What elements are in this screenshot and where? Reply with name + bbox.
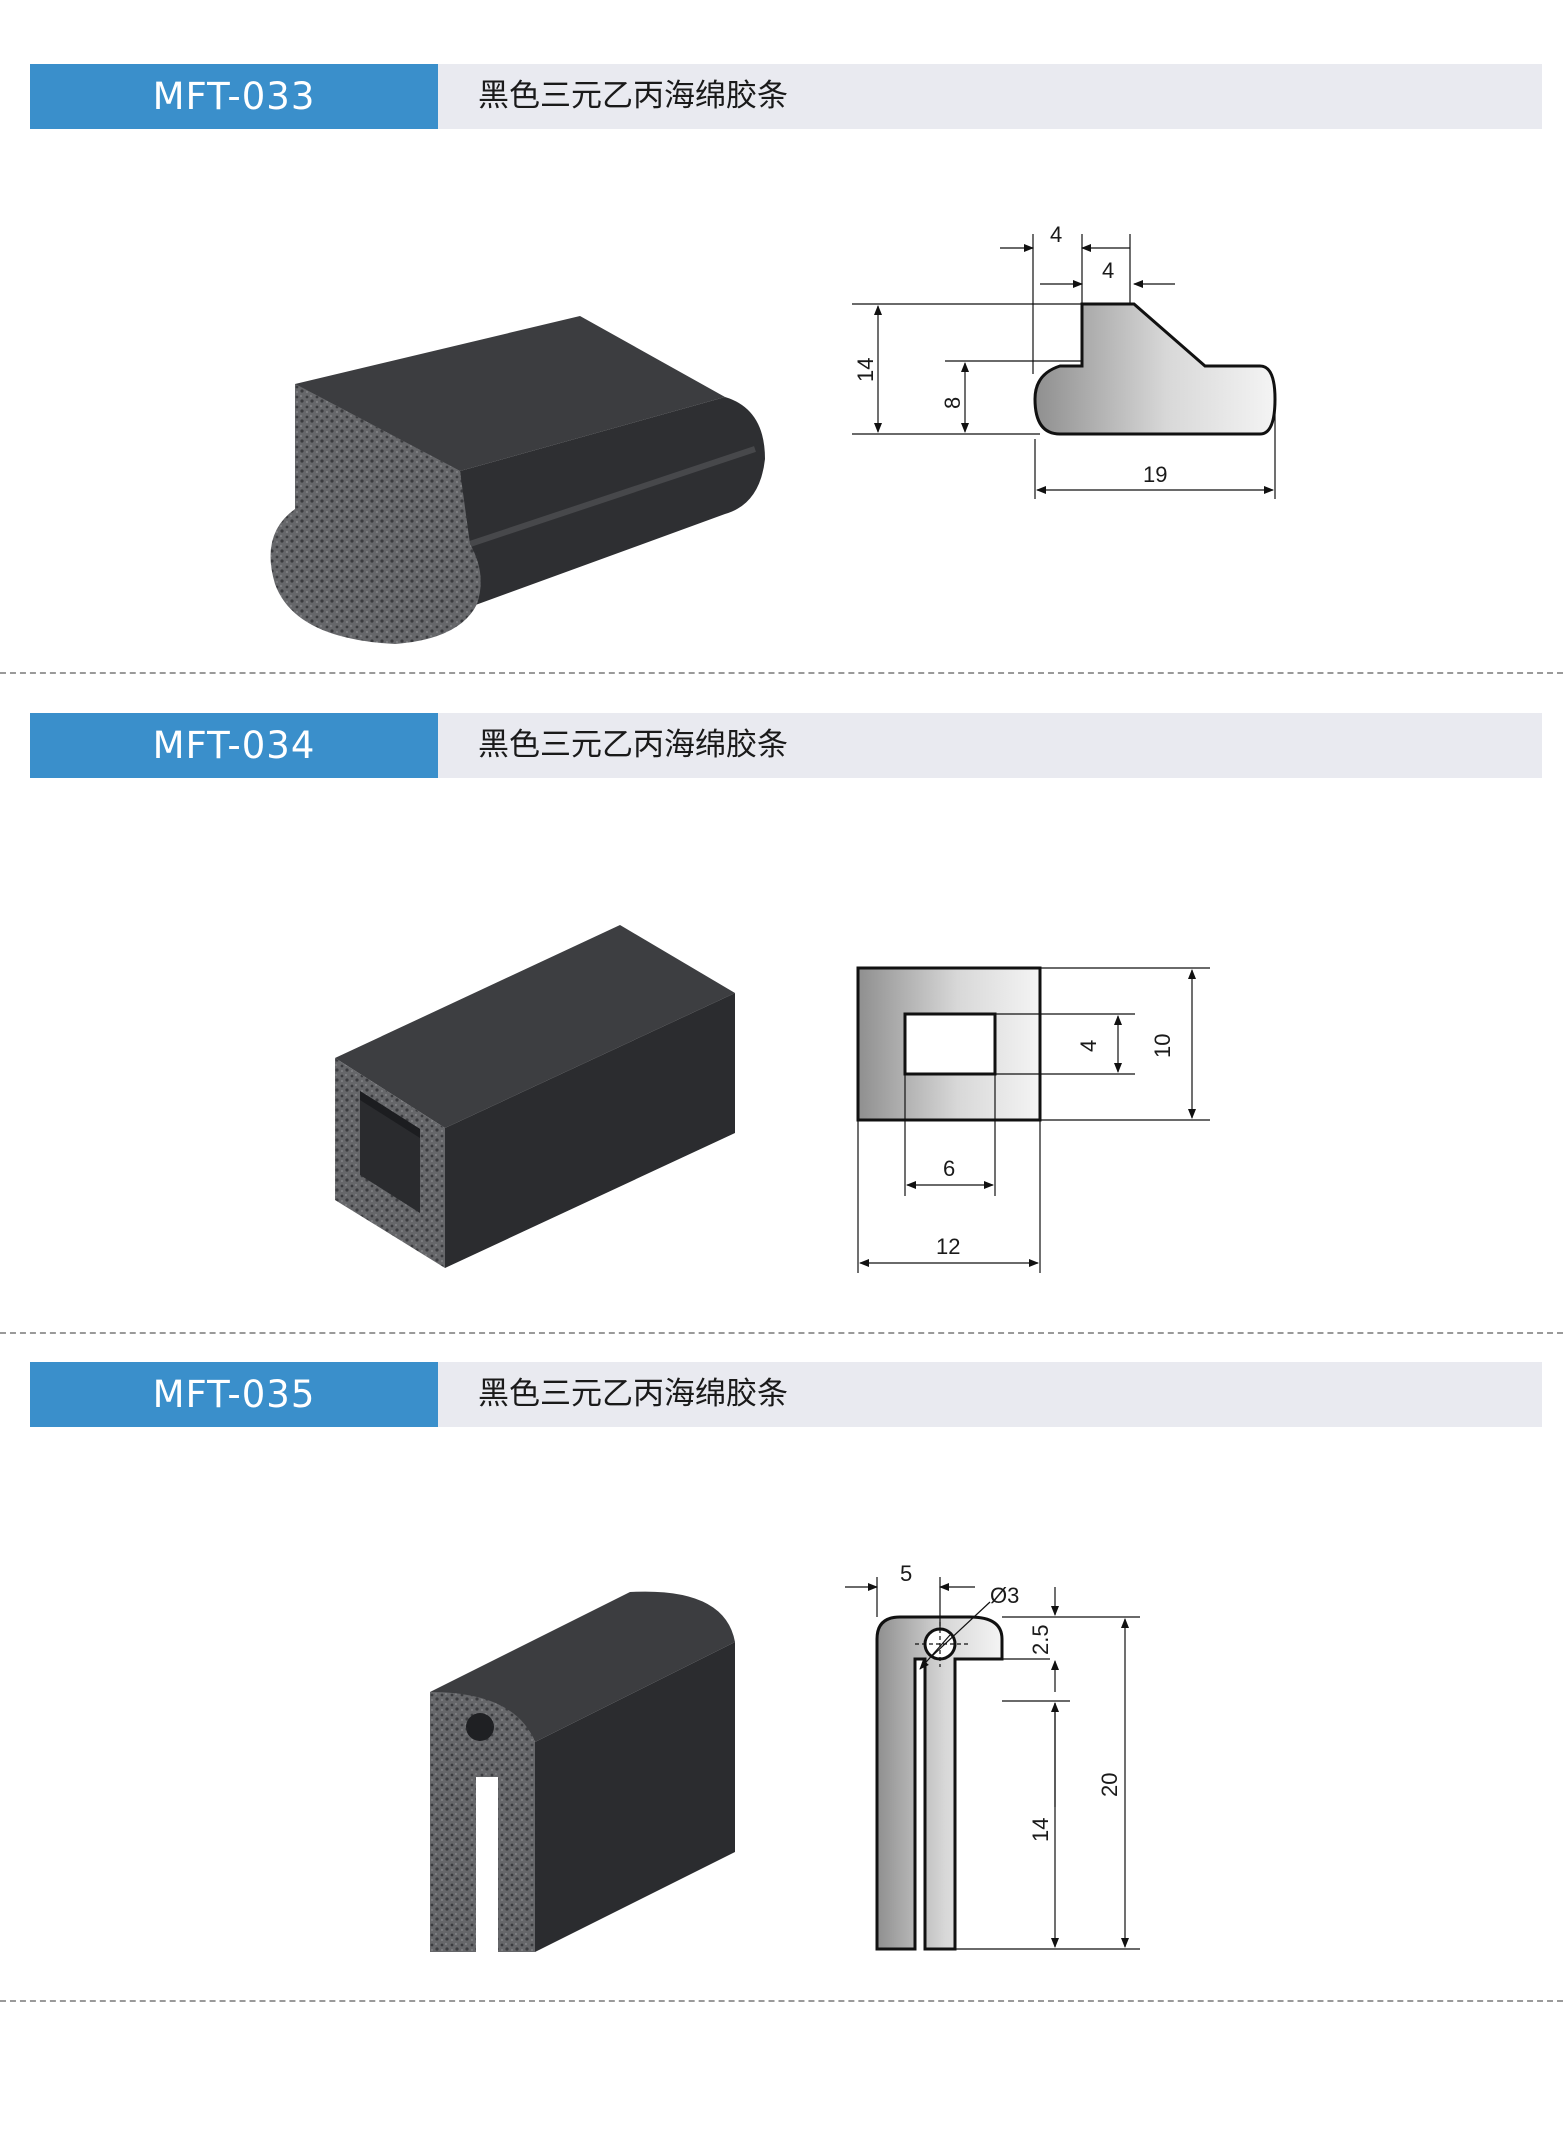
section-divider — [0, 1332, 1563, 1334]
dimension-drawing: 5 Ø3 2.5 20 14 — [845, 1561, 1140, 1951]
product-header: MFT-033 黑色三元乙丙海绵胶条 — [30, 64, 1542, 129]
dim-label: 5 — [900, 1561, 912, 1586]
dim-label: 10 — [1150, 1034, 1175, 1058]
product-name: 黑色三元乙丙海绵胶条 — [478, 1376, 788, 1412]
product-header: MFT-034 黑色三元乙丙海绵胶条 — [30, 713, 1542, 778]
product-photo — [335, 925, 735, 1268]
dimension-drawing: 4 10 6 12 — [856, 966, 1210, 1273]
dimension-drawing: 4 4 14 8 19 — [852, 224, 1277, 499]
section-divider — [0, 2000, 1563, 2002]
product-name: 黑色三元乙丙海绵胶条 — [478, 78, 788, 114]
dim-label: 20 — [1097, 1773, 1122, 1797]
dim-label: 4 — [1102, 258, 1114, 283]
product-code: MFT-034 — [30, 713, 438, 778]
dim-label: 4 — [1050, 224, 1062, 247]
product-name: 黑色三元乙丙海绵胶条 — [478, 727, 788, 763]
dim-label: 12 — [936, 1234, 960, 1259]
dim-label: 4 — [1076, 1040, 1101, 1052]
section-divider — [0, 672, 1563, 674]
product-section-mft-035: MFT-035 黑色三元乙丙海绵胶条 5 Ø3 2.5 — [0, 1362, 1563, 2012]
dim-label: 19 — [1143, 462, 1167, 487]
product-code: MFT-035 — [30, 1362, 438, 1427]
dim-label: 8 — [940, 397, 965, 409]
product-photo — [430, 1591, 735, 1952]
dim-label: Ø3 — [990, 1583, 1019, 1608]
dim-label: 14 — [1028, 1818, 1053, 1842]
dim-label: 6 — [943, 1156, 955, 1181]
product-section-mft-033: MFT-033 黑色三元乙丙海绵胶条 4 4 14 8 — [0, 64, 1563, 674]
dim-label: 2.5 — [1028, 1624, 1053, 1655]
product-photo — [270, 316, 765, 644]
product-section-mft-034: MFT-034 黑色三元乙丙海绵胶条 4 10 6 — [0, 713, 1563, 1333]
product-code: MFT-033 — [30, 64, 438, 129]
dim-label: 14 — [853, 358, 878, 382]
product-header: MFT-035 黑色三元乙丙海绵胶条 — [30, 1362, 1542, 1427]
